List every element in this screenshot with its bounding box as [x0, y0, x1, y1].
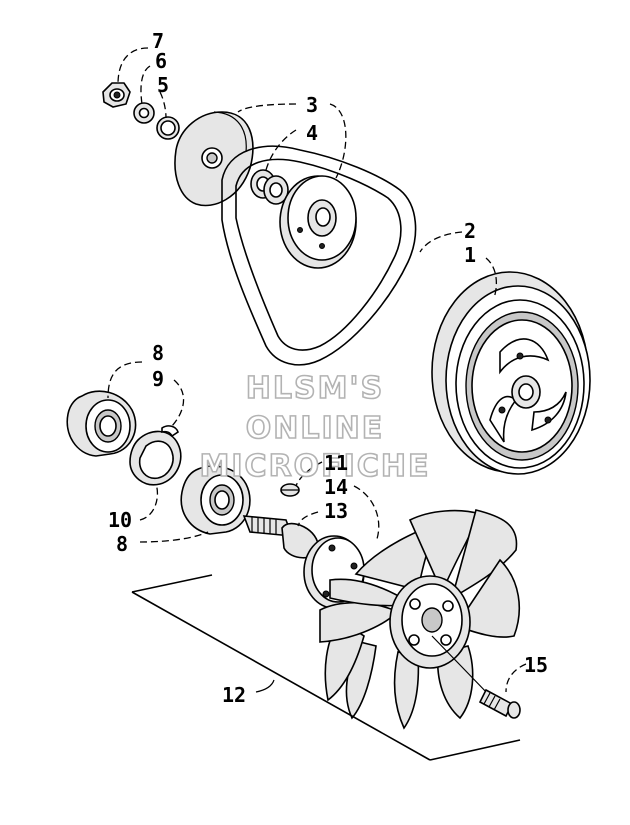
- snap-ring-part-10: [129, 430, 182, 486]
- callout-8-lower: 8: [116, 532, 128, 556]
- key-part-9: [161, 425, 179, 438]
- bearing-part-8-bottom: [180, 465, 251, 535]
- callout-7: 7: [152, 29, 164, 53]
- watermark: HLSM'S ONLINE MICROFICHE: [199, 370, 431, 485]
- bearing-part-8-top: [66, 390, 137, 457]
- callout-11: 11: [324, 451, 348, 475]
- callout-1: 1: [464, 243, 476, 267]
- callout-8-upper: 8: [152, 341, 164, 365]
- callout-2: 2: [464, 219, 476, 243]
- watermark-line-1: HLSM'S: [246, 371, 384, 406]
- nut-part-7: [102, 82, 131, 108]
- bearing-part-4: [250, 169, 289, 205]
- callout-14: 14: [324, 475, 348, 499]
- watermark-line-2: ONLINE: [246, 411, 385, 446]
- drive-belt-part-2: [221, 145, 417, 366]
- callout-3: 3: [306, 93, 318, 117]
- callout-labels: 7 6 5 3 4 2 1 8 9 11 14 13 10 8 15 12: [108, 29, 548, 707]
- callout-6: 6: [155, 49, 167, 73]
- driven-pulley-part-3-front: [279, 175, 357, 269]
- assembly-bracket-part-12: [131, 574, 521, 761]
- drive-pulley-part-1: [431, 271, 591, 475]
- callout-10: 10: [108, 508, 132, 532]
- callout-5: 5: [157, 73, 169, 97]
- callout-4: 4: [306, 121, 318, 145]
- driven-pulley-half-part-3: [174, 111, 254, 207]
- watermark-line-3: MICROFICHE: [200, 449, 431, 484]
- callout-9: 9: [152, 367, 164, 391]
- callout-13: 13: [324, 499, 348, 523]
- washer-part-5: [156, 116, 180, 140]
- lock-washer-part-6: [133, 102, 155, 124]
- callout-15: 15: [524, 653, 548, 677]
- callout-12: 12: [222, 683, 246, 707]
- fan-blade-part-14: [319, 509, 520, 730]
- leader-lines: [107, 47, 527, 693]
- woodruff-key-part-11: [280, 483, 300, 497]
- bolt-part-15: [431, 635, 521, 719]
